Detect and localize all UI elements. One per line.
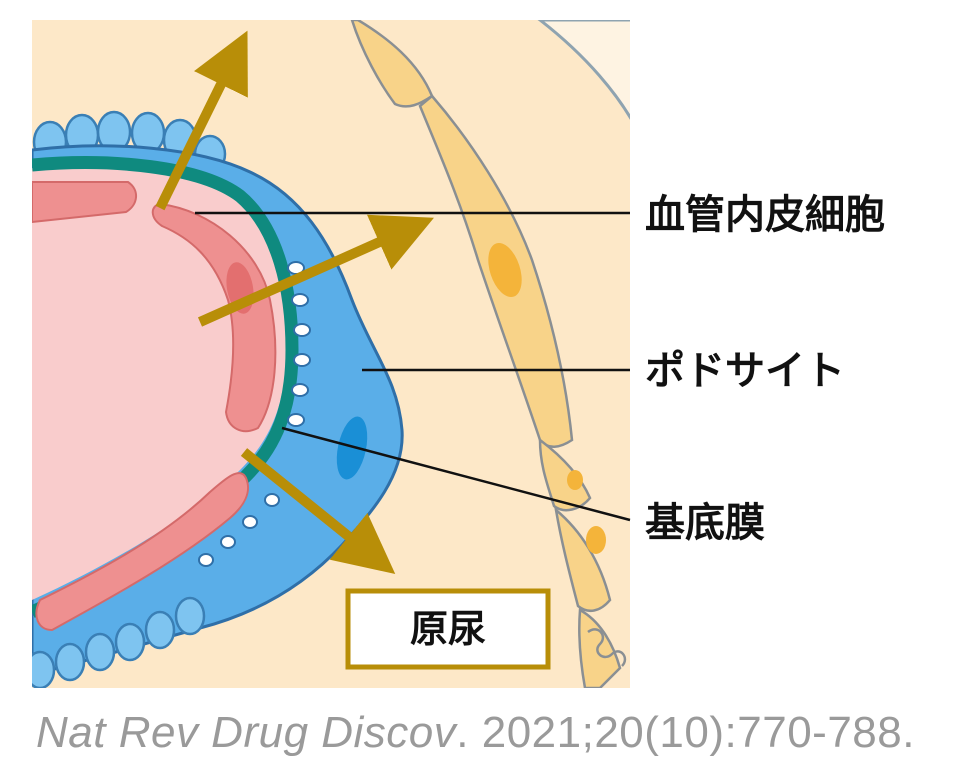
primary-urine-box bbox=[345, 588, 551, 670]
filtration-arrow-down bbox=[240, 448, 396, 574]
filtration-slits bbox=[198, 261, 311, 567]
filtration-arrow-up bbox=[155, 30, 248, 211]
epithelial-nucleus-1 bbox=[488, 242, 522, 298]
basement-membrane-label: 基底膜 bbox=[645, 500, 765, 546]
citation-details: . 2021;20(10):770-788. bbox=[456, 708, 915, 757]
citation: Nat Rev Drug Discov. 2021;20(10):770-788… bbox=[36, 708, 915, 758]
citation-journal: Nat Rev Drug Discov bbox=[36, 708, 457, 757]
epithelial-edge-squiggle bbox=[587, 628, 627, 667]
endothelial-cells bbox=[32, 181, 277, 632]
epithelial-nucleus-3 bbox=[586, 526, 606, 554]
podocyte-foot-processes-bottom bbox=[32, 596, 206, 688]
filtration-arrows bbox=[155, 30, 434, 574]
primary-urine-label: 原尿 bbox=[410, 607, 486, 651]
label-leader-lines bbox=[195, 211, 631, 522]
epithelial-nucleus-2 bbox=[567, 470, 583, 490]
filtration-arrow-right bbox=[197, 214, 434, 327]
podocyte-label: ポドサイト bbox=[645, 348, 845, 394]
endothelial-label: 血管内皮細胞 bbox=[645, 192, 885, 238]
podocyte-nucleus bbox=[336, 416, 368, 480]
basement-membrane-leader-line bbox=[281, 426, 631, 522]
parietal-band bbox=[537, 20, 630, 120]
